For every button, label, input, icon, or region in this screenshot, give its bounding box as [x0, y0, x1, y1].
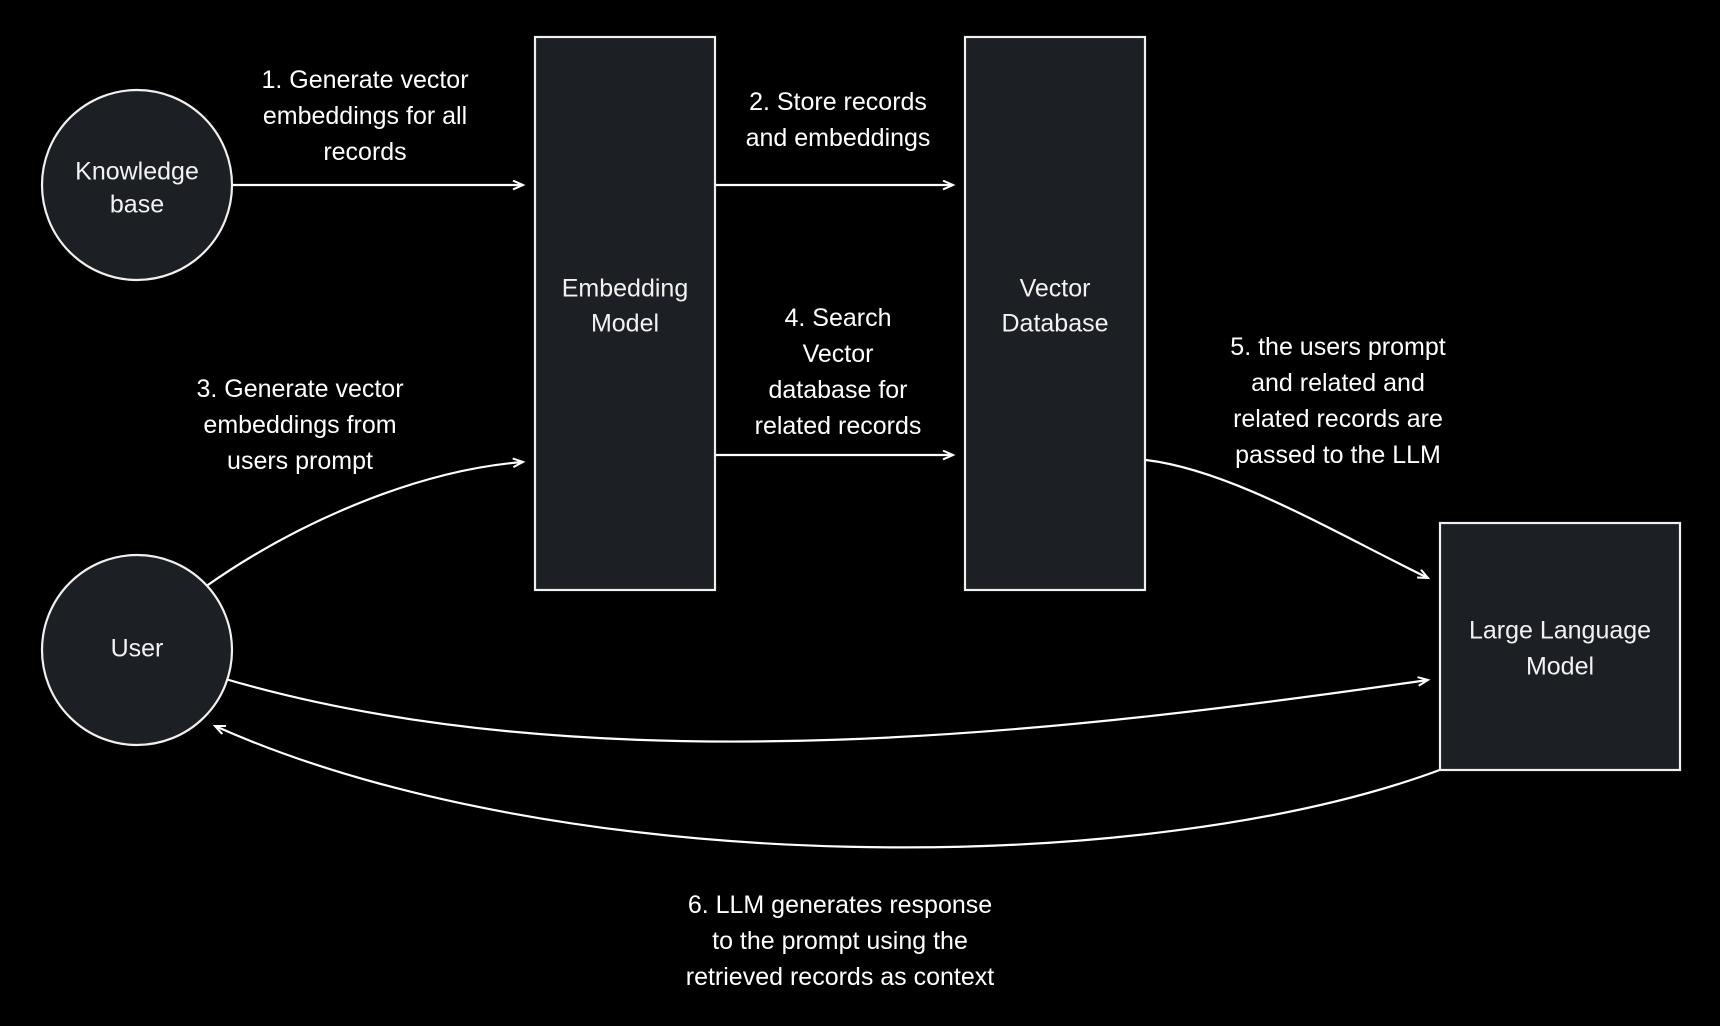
edge-6-label-line-1: 6. LLM generates response [688, 891, 992, 919]
node-embedding-model[interactable] [533, 35, 717, 592]
node-vector-database[interactable] [963, 35, 1147, 592]
edge-3-label: 3. Generate vector embeddings from users… [196, 375, 403, 475]
edge-4-label-line-3: database for [769, 376, 908, 404]
edge-6-label-line-3: retrieved records as context [686, 963, 995, 991]
edge-1-label-line-3: records [323, 138, 406, 166]
edge-1-label-line-1: 1. Generate vector [261, 66, 468, 94]
edge-2-label-line-1: 2. Store records [749, 88, 927, 116]
node-knowledge-base-label-line-2: base [110, 191, 164, 219]
edge-user-to-llm-arrow [221, 678, 1428, 743]
node-large-language-model-label-line-2: Model [1526, 653, 1594, 681]
edge-3-label-line-3: users prompt [227, 447, 373, 475]
edge-4-label-line-4: related records [755, 412, 922, 440]
edge-2-label-line-2: and embeddings [746, 124, 931, 152]
edge-5-label-line-2: and related and [1251, 369, 1425, 397]
node-knowledge-base-label-line-1: Knowledge [75, 158, 199, 186]
node-user[interactable] [40, 553, 234, 747]
node-vector-database-label-line-1: Vector [1020, 275, 1091, 303]
edge-3-label-line-1: 3. Generate vector [196, 375, 403, 403]
node-embedding-model-label-line-2: Model [591, 310, 659, 338]
node-large-language-model[interactable] [1438, 521, 1682, 772]
node-large-language-model-label-line-1: Large Language [1469, 617, 1651, 645]
node-vector-database-label-line-2: Database [1001, 310, 1108, 338]
edge-5-label-line-3: related records are [1233, 405, 1443, 433]
edge-5-label-line-4: passed to the LLM [1235, 441, 1441, 469]
edge-5-arrow [1145, 458, 1428, 578]
edge-5-label-line-1: 5. the users prompt [1230, 333, 1445, 361]
node-embedding-model-label-line-1: Embedding [562, 275, 688, 303]
node-knowledge-base[interactable] [40, 88, 234, 282]
edge-4-label: 4. Search Vector database for related re… [755, 304, 922, 440]
edge-2-label: 2. Store records and embeddings [746, 88, 931, 152]
edge-1-label-line-2: embeddings for all [263, 102, 467, 130]
edge-1-label: 1. Generate vector embeddings for all re… [261, 66, 468, 166]
edge-3-arrow [204, 462, 523, 588]
edge-5-label: 5. the users prompt and related and rela… [1230, 333, 1445, 469]
edge-4-label-line-1: 4. Search [784, 304, 891, 332]
edge-4-label-line-2: Vector [803, 340, 874, 368]
edge-6-label: 6. LLM generates response to the prompt … [686, 891, 995, 991]
node-user-label-line-1: User [111, 635, 164, 663]
edge-6-arrow [215, 726, 1446, 849]
edge-6-label-line-2: to the prompt using the [712, 927, 968, 955]
edge-3-label-line-2: embeddings from [203, 411, 396, 439]
